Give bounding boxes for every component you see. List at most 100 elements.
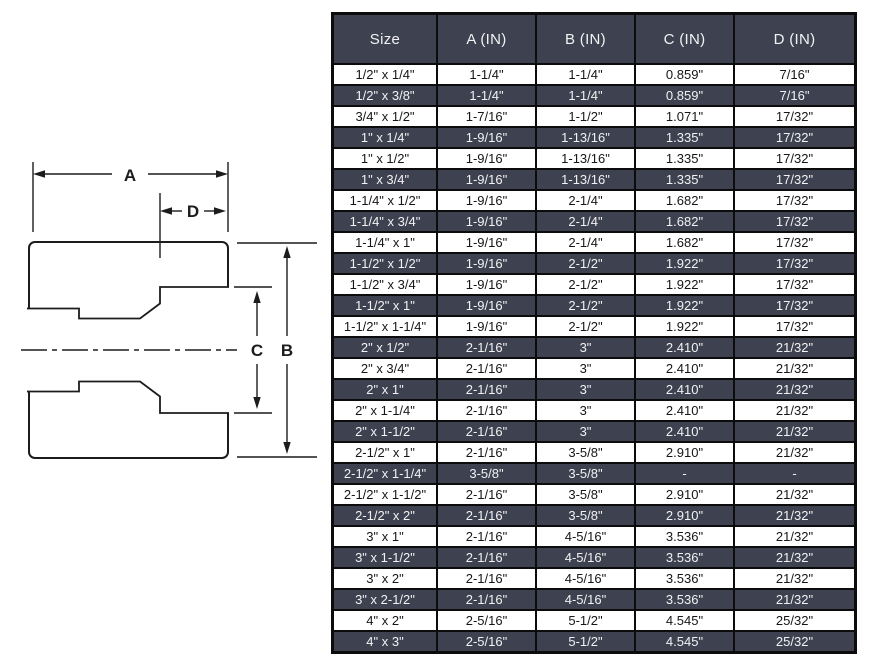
table-cell: 4.545" xyxy=(634,609,735,632)
table-cell: 2-1/16" xyxy=(436,546,537,569)
table-cell: 1-9/16" xyxy=(436,168,537,191)
table-cell: 3" x 2-1/2" xyxy=(331,588,438,611)
table-cell: 4.545" xyxy=(634,630,735,654)
table-cell: 4-5/16" xyxy=(535,546,636,569)
table-cell: 3" xyxy=(535,336,636,359)
table-row: 3" x 2-1/2"2-1/16"4-5/16"3.536"21/32" xyxy=(331,588,857,611)
table-cell: 1-1/2" x 1" xyxy=(331,294,438,317)
table-cell: 25/32" xyxy=(733,609,857,632)
table-row: 3" x 1"2-1/16"4-5/16"3.536"21/32" xyxy=(331,525,857,548)
table-cell: 1-9/16" xyxy=(436,315,537,338)
table-row: 2-1/2" x 1-1/2"2-1/16"3-5/8"2.910"21/32" xyxy=(331,483,857,506)
table-cell: 1-1/4" xyxy=(436,63,537,86)
table-cell: 1.335" xyxy=(634,126,735,149)
table-cell: 21/32" xyxy=(733,525,857,548)
table-cell: 2-5/16" xyxy=(436,609,537,632)
table-cell: 21/32" xyxy=(733,378,857,401)
table-cell: 2.910" xyxy=(634,441,735,464)
table-cell: 1-9/16" xyxy=(436,210,537,233)
table-cell: 2-1/16" xyxy=(436,483,537,506)
table-cell: 2-1/2" xyxy=(535,294,636,317)
table-cell: 2" x 1-1/2" xyxy=(331,420,438,443)
table-cell: 1-1/2" xyxy=(535,105,636,128)
table-cell: 21/32" xyxy=(733,441,857,464)
table-cell: 1-13/16" xyxy=(535,147,636,170)
table-cell: 3" x 1-1/2" xyxy=(331,546,438,569)
table-cell: 2.410" xyxy=(634,336,735,359)
table-cell: 3" xyxy=(535,378,636,401)
table-cell: 2.410" xyxy=(634,420,735,443)
table-cell: 21/32" xyxy=(733,504,857,527)
table-cell: 2-1/2" x 2" xyxy=(331,504,438,527)
table-cell: 2.410" xyxy=(634,378,735,401)
table-cell: 1.071" xyxy=(634,105,735,128)
table-cell: 1-1/4" x 3/4" xyxy=(331,210,438,233)
column-header-size: Size xyxy=(331,12,438,65)
table-cell: 2" x 1/2" xyxy=(331,336,438,359)
table-cell: 17/32" xyxy=(733,210,857,233)
table-cell: 1/2" x 1/4" xyxy=(331,63,438,86)
table-row: 2-1/2" x 1"2-1/16"3-5/8"2.910"21/32" xyxy=(331,441,857,464)
table-cell: 17/32" xyxy=(733,252,857,275)
table-cell: 1-7/16" xyxy=(436,105,537,128)
table-cell: 1-1/4" xyxy=(535,84,636,107)
table-cell: 3-5/8" xyxy=(535,441,636,464)
table-cell: 2-1/16" xyxy=(436,399,537,422)
table-cell: 3.536" xyxy=(634,525,735,548)
table-row: 3" x 2"2-1/16"4-5/16"3.536"21/32" xyxy=(331,567,857,590)
table-cell: 2-5/16" xyxy=(436,630,537,654)
table-row: 1/2" x 1/4"1-1/4"1-1/4"0.859"7/16" xyxy=(331,63,857,86)
dimension-b: B xyxy=(237,242,317,458)
table-cell: 2-1/16" xyxy=(436,420,537,443)
table-row: 1" x 3/4"1-9/16"1-13/16"1.335"17/32" xyxy=(331,168,857,191)
table-row: 1-1/2" x 3/4"1-9/16"2-1/2"1.922"17/32" xyxy=(331,273,857,296)
table-cell: 17/32" xyxy=(733,189,857,212)
dimension-a: A xyxy=(32,162,229,232)
table-cell: 1.682" xyxy=(634,189,735,212)
table-cell: 1.922" xyxy=(634,294,735,317)
table-cell: 1" x 1/4" xyxy=(331,126,438,149)
table-cell: 1.682" xyxy=(634,231,735,254)
table-cell: 4-5/16" xyxy=(535,588,636,611)
table-cell: 1-9/16" xyxy=(436,273,537,296)
table-cell: 4" x 2" xyxy=(331,609,438,632)
table-cell: 5-1/2" xyxy=(535,630,636,654)
table-cell: 1-1/2" x 1/2" xyxy=(331,252,438,275)
table-cell: 3.536" xyxy=(634,546,735,569)
table-cell: 1.922" xyxy=(634,315,735,338)
table-cell: 17/32" xyxy=(733,231,857,254)
table-cell: 2.910" xyxy=(634,504,735,527)
table-header: Size A (IN) B (IN) C (IN) D (IN) xyxy=(331,12,857,65)
table-cell: 2-1/2" x 1-1/4" xyxy=(331,462,438,485)
table-cell: 4-5/16" xyxy=(535,525,636,548)
table-cell: 21/32" xyxy=(733,399,857,422)
dimension-b-label: B xyxy=(281,341,293,360)
table-cell: 3-5/8" xyxy=(535,483,636,506)
table-cell: 7/16" xyxy=(733,84,857,107)
table-cell: - xyxy=(634,462,735,485)
table-cell: 2" x 3/4" xyxy=(331,357,438,380)
table-row: 1-1/4" x 3/4"1-9/16"2-1/4"1.682"17/32" xyxy=(331,210,857,233)
table-cell: 3.536" xyxy=(634,567,735,590)
table-row: 1-1/2" x 1/2"1-9/16"2-1/2"1.922"17/32" xyxy=(331,252,857,275)
table-cell: 17/32" xyxy=(733,273,857,296)
table-cell: 2-1/16" xyxy=(436,378,537,401)
table-row: 4" x 2"2-5/16"5-1/2"4.545"25/32" xyxy=(331,609,857,632)
table-row: 3/4" x 1/2"1-7/16"1-1/2"1.071"17/32" xyxy=(331,105,857,128)
table-cell: 3-5/8" xyxy=(436,462,537,485)
table-cell: 1" x 3/4" xyxy=(331,168,438,191)
table-cell: 1.922" xyxy=(634,252,735,275)
table-row: 3" x 1-1/2"2-1/16"4-5/16"3.536"21/32" xyxy=(331,546,857,569)
table-row: 2" x 1-1/2"2-1/16"3"2.410"21/32" xyxy=(331,420,857,443)
table-row: 2-1/2" x 1-1/4"3-5/8"3-5/8"-- xyxy=(331,462,857,485)
table-cell: 17/32" xyxy=(733,147,857,170)
table-cell: 1-9/16" xyxy=(436,189,537,212)
table-cell: 2-1/16" xyxy=(436,441,537,464)
table-row: 1-1/2" x 1-1/4"1-9/16"2-1/2"1.922"17/32" xyxy=(331,315,857,338)
table-cell: 2-1/16" xyxy=(436,336,537,359)
table-cell: 21/32" xyxy=(733,546,857,569)
table-cell: 2" x 1" xyxy=(331,378,438,401)
table-cell: 1-1/4" xyxy=(436,84,537,107)
table-cell: 1.682" xyxy=(634,210,735,233)
table-cell: 2.410" xyxy=(634,357,735,380)
